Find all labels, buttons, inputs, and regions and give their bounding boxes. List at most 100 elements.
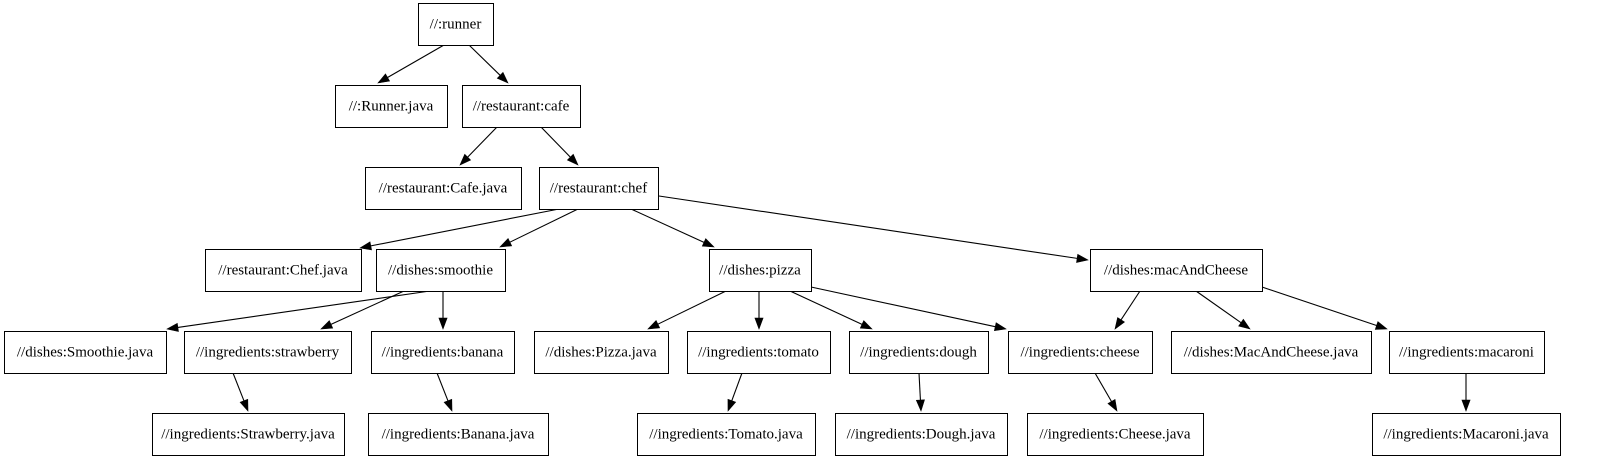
node-label: //ingredients:Macaroni.java — [1383, 426, 1549, 442]
graph-edge — [915, 372, 925, 412]
node-box[interactable] — [365, 167, 522, 210]
graph-edge — [727, 372, 743, 412]
node-label: //dishes:Pizza.java — [545, 344, 657, 360]
node-box[interactable] — [152, 413, 345, 456]
graph-edge — [359, 208, 560, 251]
edge-arrowhead-icon — [1238, 318, 1251, 330]
edge-line — [436, 372, 449, 401]
edge-line — [387, 44, 445, 78]
node-label: //ingredients:Tomato.java — [649, 426, 803, 442]
edge-line — [232, 372, 245, 401]
node-label: //restaurant:cafe — [473, 98, 570, 114]
node-box[interactable] — [1008, 331, 1153, 374]
node-box[interactable] — [534, 331, 669, 374]
graph-node-macaroni_java[interactable]: //ingredients:Macaroni.java — [1372, 413, 1561, 456]
edge-arrowhead-icon — [359, 241, 372, 251]
graph-node-dishes_pizza[interactable]: //dishes:pizza — [709, 249, 812, 292]
graph-node-cafe_java[interactable]: //restaurant:Cafe.java — [365, 167, 522, 210]
node-box[interactable] — [849, 331, 989, 374]
graph-edge — [540, 126, 579, 166]
graph-node-restaurant_chef[interactable]: //restaurant:chef — [539, 167, 659, 210]
node-box[interactable] — [376, 249, 506, 292]
node-label: //ingredients:strawberry — [196, 344, 340, 360]
node-box[interactable] — [709, 249, 812, 292]
graph-node-ing_banana[interactable]: //ingredients:banana — [371, 331, 515, 374]
graph-edge — [658, 195, 1089, 263]
node-label: //dishes:MacAndCheese.java — [1184, 344, 1359, 360]
graph-node-runner[interactable]: //:runner — [418, 3, 494, 46]
node-box[interactable] — [1027, 413, 1204, 456]
node-label: //restaurant:Chef.java — [218, 262, 348, 278]
node-box[interactable] — [371, 331, 515, 374]
node-label: //:Runner.java — [349, 98, 434, 114]
graph-node-ing_tomato[interactable]: //ingredients:tomato — [687, 331, 831, 374]
graph-edge — [320, 290, 405, 330]
graph-node-chef_java[interactable]: //restaurant:Chef.java — [205, 249, 362, 292]
edge-arrowhead-icon — [166, 322, 179, 332]
graph-node-ing_macaroni[interactable]: //ingredients:macaroni — [1389, 331, 1545, 374]
graph-edge — [647, 290, 727, 330]
edge-line — [789, 290, 863, 325]
node-label: //ingredients:banana — [382, 344, 504, 360]
graph-node-dishes_mac[interactable]: //dishes:macAndCheese — [1090, 249, 1263, 292]
graph-node-mac_java[interactable]: //dishes:MacAndCheese.java — [1171, 331, 1372, 374]
node-label: //ingredients:macaroni — [1399, 344, 1534, 360]
edge-arrowhead-icon — [859, 320, 873, 330]
node-box[interactable] — [462, 85, 581, 128]
edge-arrowhead-icon — [1114, 317, 1125, 330]
node-label: //ingredients:Cheese.java — [1039, 426, 1191, 442]
node-box[interactable] — [1372, 413, 1561, 456]
edge-arrowhead-icon — [1076, 253, 1089, 263]
graph-edge — [166, 290, 431, 332]
graph-edge — [377, 44, 445, 84]
node-label: //ingredients:cheese — [1020, 344, 1139, 360]
graph-edge — [630, 208, 715, 248]
graph-node-dishes_smoothie[interactable]: //dishes:smoothie — [376, 249, 506, 292]
edge-arrowhead-icon — [496, 71, 509, 84]
graph-node-restaurant_cafe[interactable]: //restaurant:cafe — [462, 85, 581, 128]
node-box[interactable] — [687, 331, 831, 374]
node-box[interactable] — [637, 413, 816, 456]
graph-node-smoothie_java[interactable]: //dishes:Smoothie.java — [4, 331, 167, 374]
node-box[interactable] — [418, 3, 494, 46]
edge-arrowhead-icon — [701, 238, 715, 248]
edge-line — [658, 195, 1078, 259]
graph-edge — [789, 290, 873, 330]
edge-arrowhead-icon — [459, 153, 472, 166]
node-box[interactable] — [1389, 331, 1545, 374]
graph-edge — [436, 372, 453, 412]
graph-edge — [438, 291, 448, 330]
node-box[interactable] — [539, 167, 659, 210]
graph-node-banana_java[interactable]: //ingredients:Banana.java — [368, 413, 549, 456]
node-box[interactable] — [4, 331, 167, 374]
graph-edge — [1094, 372, 1118, 412]
graph-node-tomato_java[interactable]: //ingredients:Tomato.java — [637, 413, 816, 456]
graph-node-ing_strawberry[interactable]: //ingredients:strawberry — [184, 331, 352, 374]
graph-node-cheese_java[interactable]: //ingredients:Cheese.java — [1027, 413, 1204, 456]
edge-arrowhead-icon — [727, 398, 737, 412]
node-box[interactable] — [184, 331, 352, 374]
edge-arrowhead-icon — [754, 317, 764, 330]
graph-node-pizza_java[interactable]: //dishes:Pizza.java — [534, 331, 669, 374]
node-box[interactable] — [335, 85, 448, 128]
graph-node-strawberry_java[interactable]: //ingredients:Strawberry.java — [152, 413, 345, 456]
node-label: //ingredients:tomato — [698, 344, 819, 360]
node-box[interactable] — [1090, 249, 1263, 292]
node-label: //dishes:pizza — [719, 262, 801, 278]
graph-edge — [1461, 373, 1471, 412]
graph-node-ing_cheese[interactable]: //ingredients:cheese — [1008, 331, 1153, 374]
node-box[interactable] — [368, 413, 549, 456]
node-box[interactable] — [1171, 331, 1372, 374]
edge-line — [468, 44, 501, 76]
node-box[interactable] — [205, 249, 362, 292]
edge-line — [630, 208, 705, 243]
node-box[interactable] — [835, 413, 1008, 456]
graph-node-dough_java[interactable]: //ingredients:Dough.java — [835, 413, 1008, 456]
node-label: //dishes:smoothie — [388, 262, 493, 278]
nodes-layer: //:runner //:Runner.java //restaurant:cafe… — [4, 3, 1561, 456]
node-label: //dishes:Smoothie.java — [17, 344, 154, 360]
node-label: //restaurant:chef — [550, 180, 647, 196]
graph-node-ing_dough[interactable]: //ingredients:dough — [849, 331, 989, 374]
graph-node-runner_java[interactable]: //:Runner.java — [335, 85, 448, 128]
edge-line — [370, 208, 560, 247]
